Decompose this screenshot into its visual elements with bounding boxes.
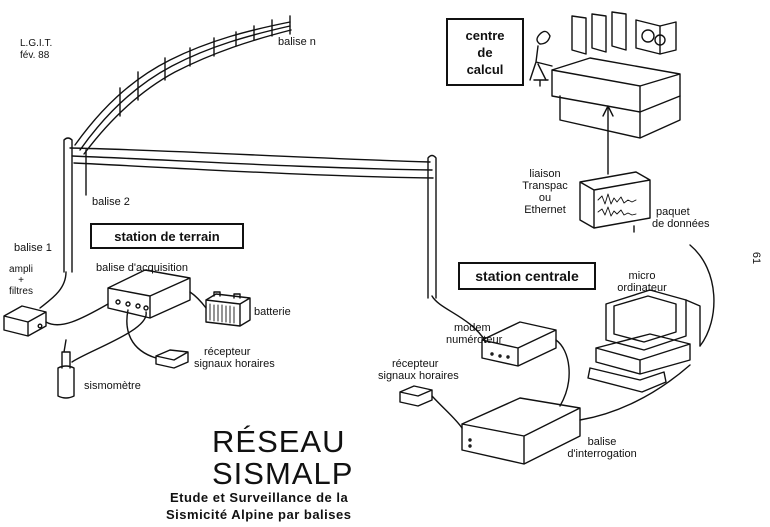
computing-center-line-2: de: [477, 44, 493, 60]
beacon-1-label: balise 1: [14, 242, 52, 254]
wire-long-2: [71, 155, 433, 171]
time-receiver-field-line-2: signaux horaires: [194, 358, 275, 370]
pole-balise-2: [63, 137, 73, 273]
data-packet-label: paquet de données: [652, 206, 710, 230]
date-label: fév. 88: [20, 50, 50, 61]
seismometer-shape: [57, 339, 75, 399]
time-receiver-central-box: [399, 385, 433, 407]
title-line-1: RÉSEAU: [212, 424, 346, 459]
time-receiver-field-box: [155, 349, 189, 369]
central-station-box: station centrale: [458, 262, 596, 290]
beacon-2-label: balise 2: [92, 196, 130, 208]
computing-center-line-1: centre: [465, 27, 505, 43]
beacon-n-label: balise n: [278, 36, 316, 48]
interrogation-line-1: balise: [587, 436, 617, 448]
seismometer-label: sismomètre: [84, 380, 141, 392]
link-line-3: ou: [538, 192, 552, 204]
central-station-label: station centrale: [475, 268, 579, 284]
time-receiver-field-label: récepteur signaux horaires: [194, 346, 275, 370]
modem-line-1: modem: [454, 322, 491, 334]
modem-box: [481, 321, 557, 367]
wire-top-3: [83, 29, 292, 155]
modem-label: modem numéroteur: [446, 322, 502, 346]
acquisition-beacon-label: balise d'acquisition: [96, 262, 188, 274]
title-line-2: SISMALP: [212, 456, 354, 491]
data-packet-line-2: de données: [652, 218, 710, 230]
link-line-4: Ethernet: [524, 204, 566, 216]
modem-line-2: numéroteur: [446, 334, 503, 346]
acquisition-box: [107, 269, 191, 319]
microcomputer-shape: [605, 289, 687, 351]
subtitle-line-2: Sismicité Alpine par balises: [166, 507, 352, 522]
subtitle-line-1: Etude et Surveillance de la: [170, 490, 349, 505]
time-receiver-central-label: récepteur signaux horaires: [378, 358, 459, 382]
pole-station-centrale: [427, 154, 437, 299]
interrogation-box: [461, 397, 581, 465]
link-line-2: Transpac: [522, 180, 568, 192]
time-receiver-field-line-1: récepteur: [204, 346, 251, 358]
link-label: liaison Transpac ou Ethernet: [514, 168, 576, 216]
time-receiver-central-line-2: signaux horaires: [378, 370, 459, 382]
wire-long-3: [73, 162, 434, 179]
computing-center-line-3: calcul: [466, 61, 504, 77]
microcomputer-line-2: ordinateur: [617, 282, 667, 294]
battery-shape: [205, 293, 251, 327]
interrogation-beacon-label: balise d'interrogation: [560, 436, 644, 460]
amp-filters-label: ampli + filtres: [4, 264, 38, 297]
wire-long-1: [69, 147, 431, 163]
computing-center-box: centre de calcul: [446, 18, 524, 86]
interrogation-line-2: d'interrogation: [567, 448, 637, 460]
field-station-label: station de terrain: [114, 228, 220, 244]
lab-label: L.G.I.T.: [20, 38, 53, 49]
data-packet-line-1: paquet: [656, 206, 690, 218]
amp-box: [3, 305, 47, 337]
link-line-1: liaison: [529, 168, 561, 180]
computer-console: [551, 57, 681, 113]
field-station-box: station de terrain: [90, 223, 244, 249]
wire-top-2: [79, 25, 291, 151]
amp-label: ampli: [9, 264, 33, 275]
time-receiver-central-line-1: récepteur: [392, 358, 439, 370]
page-number: 61: [750, 251, 763, 265]
battery-label: batterie: [254, 306, 291, 318]
plus-label: +: [18, 275, 24, 286]
microcomputer-line-1: micro: [628, 270, 656, 282]
microcomputer-label: micro ordinateur: [612, 270, 672, 294]
filters-label: filtres: [9, 286, 33, 297]
data-packet-box: [579, 171, 651, 229]
